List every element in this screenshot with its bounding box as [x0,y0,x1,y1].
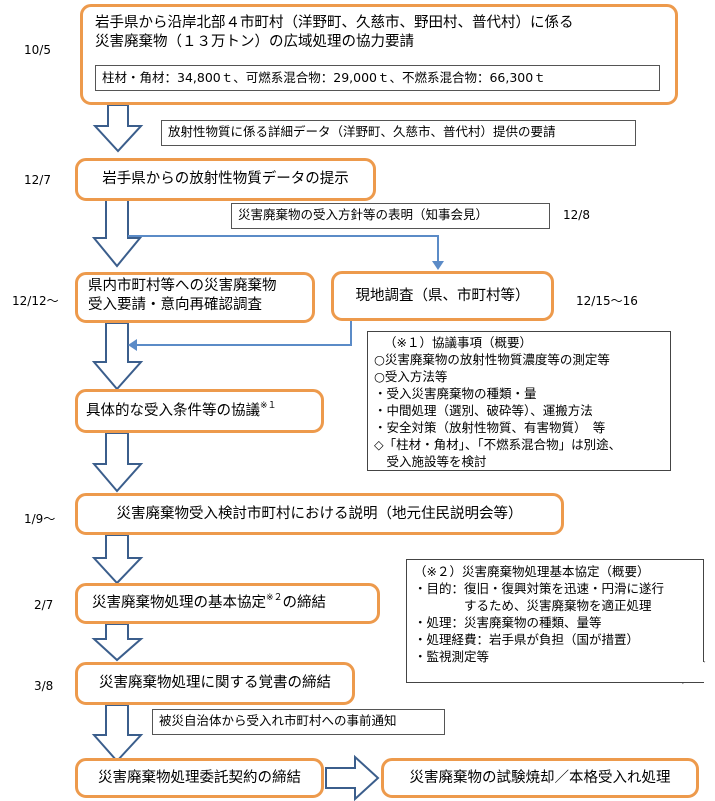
step-radioactive-data: 岩手県からの放射性物質データの提示 [75,158,376,201]
date-label: 10/5 [24,43,51,57]
consultation-label: 具体的な受入条件等の協議 [86,403,260,419]
note2-item: ・処理経費：岩手県が負担（国が措置） [414,632,640,647]
basic-agreement-summary-note: （※２）災害廃棄物処理基本協定（概要） ・目的：復旧・復興対策を迅速・円滑に遂行… [406,559,704,683]
date-label: 12/12～ [12,294,59,308]
note1-title: （※１）協議事項（概要） [384,335,532,350]
footnote-mark: ※１ [260,401,277,411]
right-arrow [325,754,380,801]
step-memorandum: 災害廃棄物処理に関する覚書の締結 [75,662,355,705]
consultation-items-note: （※１）協議事項（概要） ○災害廃棄物の放射性物質濃度等の測定等 ○受入方法等 … [367,331,671,471]
date-label: 12/7 [24,173,51,187]
step-conditions-consultation: 具体的な受入条件等の協議※１ [75,389,324,433]
step-basic-agreement: 災害廃棄物処理の基本協定※２の締結 [75,583,380,624]
down-arrow-6 [91,623,144,662]
note2-item: するため、災害廃棄物を適正処理 [414,598,652,613]
survey-line-1: 県内市町村等への災害廃棄物 [88,278,277,294]
note2-item: ・監視測定等 [414,649,490,664]
agreement-label: 災害廃棄物処理の基本協定 [92,595,266,611]
radioactive-data-request-note: 放射性物質に係る詳細データ（洋野町、久慈市、普代村）提供の要請 [161,120,636,146]
note2-item: ・目的：復旧・復興対策を迅速・円滑に遂行 [414,581,665,596]
date-label: 2/7 [34,598,54,612]
note1-item: ○受入方法等 [374,369,448,384]
down-arrow-7 [91,704,144,763]
note1-item: ○災害廃棄物の放射性物質濃度等の測定等 [374,352,610,367]
date-label: 12/15～16 [576,294,638,308]
note2-right-edge [703,559,704,662]
governor-announcement-note: 災害廃棄物の受入方針等の表明（知事会見） [231,203,550,229]
step-consignment-contract: 災害廃棄物処理委託契約の締結 [75,758,324,798]
advance-notice-note: 被災自治体から受入れ市町村への事前通知 [152,709,445,735]
down-arrow-5 [91,534,144,585]
date-label: 3/8 [34,679,54,693]
branch-line-to-survey [128,235,439,262]
footnote-mark: ※２ [266,593,283,603]
note2-title: （※２）災害廃棄物処理基本協定（概要） [414,564,650,579]
survey-line-2: 受入要請・意向再確認調査 [88,297,262,313]
down-arrow-4 [91,432,144,493]
note1-item: 受入施設等を検討 [374,454,487,469]
request-line-2: 災害廃棄物（１３万トン）の広域処理の協力要請 [95,34,414,50]
waste-breakdown: 柱材・角材：34,800ｔ、可燃系混合物：29,000ｔ、不燃系混合物：66,3… [95,65,660,91]
agreement-suffix: の締結 [282,595,327,611]
step-wide-area-request: 岩手県から沿岸北部４市町村（洋野町、久慈市、野田村、普代村）に係る 災害廃棄物（… [80,4,678,105]
branch-arrowhead [432,261,444,270]
down-arrow-3 [91,322,144,391]
return-arrowhead [128,339,137,351]
request-line-1: 岩手県から沿岸北部４市町村（洋野町、久慈市、野田村、普代村）に係る [95,15,574,31]
note1-item: ・受入災害廃棄物の種類・量 [374,386,537,401]
step-municipal-survey: 県内市町村等への災害廃棄物 受入要請・意向再確認調査 [75,272,315,323]
note1-item: ・中間処理（選別、破砕等）、運搬方法 [374,403,593,418]
down-arrow-1 [92,104,144,153]
step-trial-incineration: 災害廃棄物の試験焼却／本格受入れ処理 [381,758,699,798]
date-label: 12/8 [563,208,590,222]
step-field-survey: 現地調査（県、市町村等） [331,271,554,321]
down-arrow-2 [91,199,143,268]
return-line-from-survey [136,319,352,346]
note1-item: ・安全対策（放射性物質、有害物質） 等 [374,420,606,435]
note2-item: ・処理：災害廃棄物の種類、量等 [414,615,602,630]
note1-item: ◇「柱材・角材」、「不燃系混合物」は別途、 [374,437,622,452]
step-resident-briefing: 災害廃棄物受入検討市町村における説明（地元住民説明会等） [75,493,564,535]
date-label: 1/9～ [24,512,56,526]
